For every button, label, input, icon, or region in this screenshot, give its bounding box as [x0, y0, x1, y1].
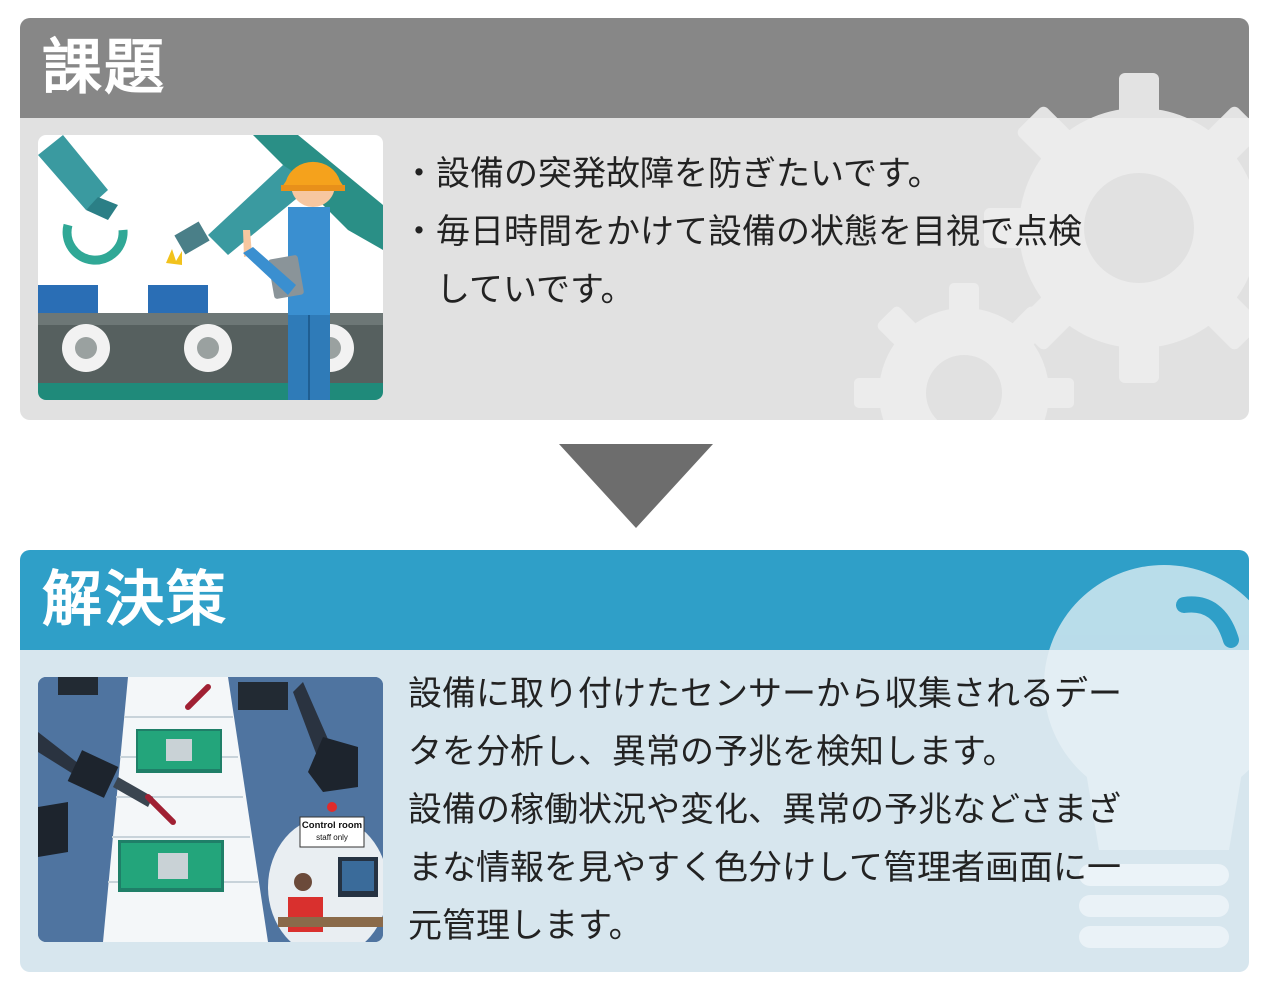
solution-title: 解決策 — [42, 565, 228, 635]
solution-line: 元管理します。 — [408, 906, 643, 946]
down-arrow-icon — [559, 444, 713, 528]
solution-line: タを分析し、異常の予兆を検知します。 — [408, 732, 1017, 772]
factory-illustration — [38, 135, 383, 400]
staff-only-label: staff only — [316, 833, 348, 842]
problem-bullet: ・毎日時間をかけて設備の状態を目視で点検 — [402, 212, 1082, 252]
problem-title: 課題 — [42, 33, 166, 103]
solution-line: 設備に取り付けたセンサーから収集されるデー — [408, 674, 1122, 714]
problem-panel: 課題 — [20, 18, 1249, 420]
problem-bullet: ・設備の突発故障を防ぎたいです。 — [402, 154, 942, 194]
solution-panel: 解決策 — [20, 550, 1249, 972]
problem-header — [20, 18, 1249, 118]
solution-line: まな情報を見やすく色分けして管理者画面に一 — [408, 848, 1121, 888]
solution-text: 設備に取り付けたセンサーから収集されるデー タを分析し、異常の予兆を検知します。… — [408, 665, 1122, 955]
problem-bullet-continuation: していです。 — [436, 270, 635, 310]
problem-text: ・設備の突発故障を防ぎたいです。 ・毎日時間をかけて設備の状態を目視で点検 して… — [402, 145, 1082, 319]
control-room-sign: Control room staff only — [300, 820, 364, 843]
control-room-label: Control room — [301, 820, 363, 831]
solution-line: 設備の稼働状況や変化、異常の予兆などさまざ — [408, 790, 1121, 830]
production-line-illustration: Control room staff only — [38, 677, 383, 942]
